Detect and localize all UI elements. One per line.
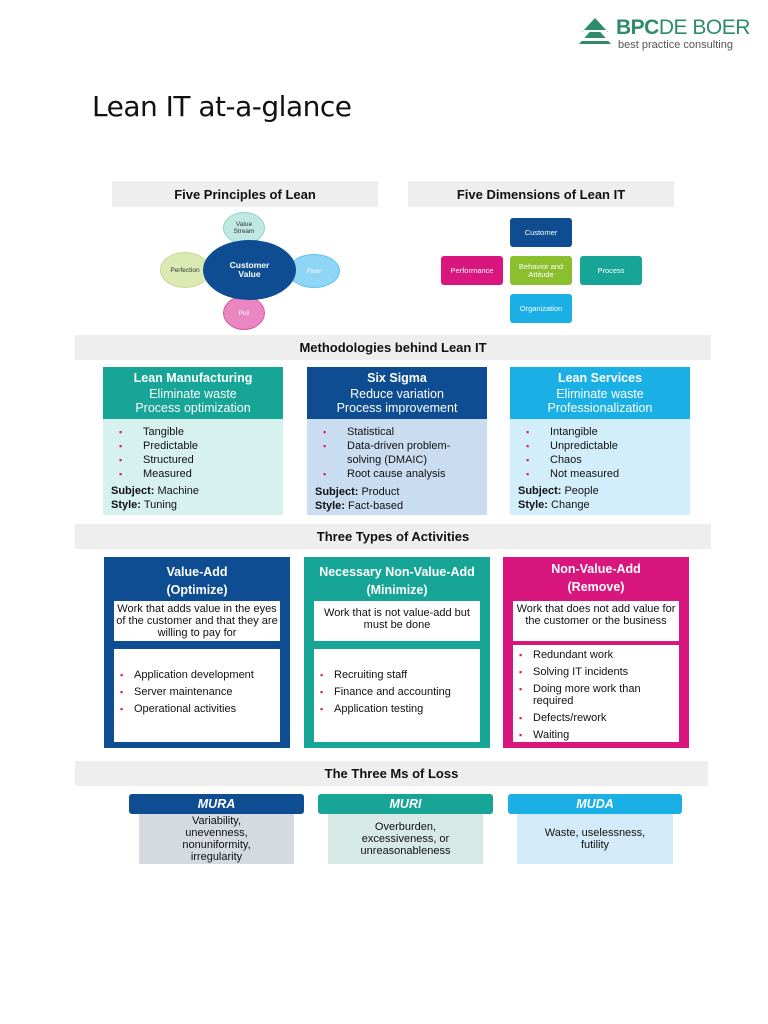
pine-tree-icon [579,18,611,44]
activities-heading: Three Types of Activities [75,524,711,549]
muri-header: MURI [318,794,493,814]
mura-description: Variability, unevenness, nonuniformity, … [139,814,294,864]
method-title: Lean Services [557,371,643,385]
method-card-six-sigma: Six Sigma Reduce variation Process impro… [307,367,487,515]
activity-header: Value-Add (Optimize) [104,557,290,599]
list-item: Measured [111,467,275,481]
method-body: Statistical Data-driven problem-solving … [307,419,487,515]
dimension-process: Process [580,256,642,285]
activity-title: Non-Value-Add [551,562,641,576]
method-bullets: Tangible Predictable Structured Measured [111,425,275,481]
method-style: Style: Tuning [111,499,178,511]
activity-description: Work that is not value-add but must be d… [314,601,480,641]
list-item: Waiting [513,729,679,741]
brand-tagline: best practice consulting [618,39,733,51]
method-bullets: Intangible Unpredictable Chaos Not measu… [518,425,682,481]
dimension-customer: Customer [510,218,572,247]
method-subject: Subject: Machine [111,485,200,497]
method-line1: Eliminate waste [149,387,237,401]
methodologies-heading: Methodologies behind Lean IT [75,335,711,360]
list-item: Doing more work than required [513,683,679,707]
method-header: Lean Services Eliminate waste Profession… [510,367,690,419]
method-card-lean-manufacturing: Lean Manufacturing Eliminate waste Proce… [103,367,283,515]
dimension-organization: Organization [510,294,572,323]
activity-header: Necessary Non-Value-Add (Minimize) [304,557,490,599]
method-style: Style: Fact-based [315,500,404,512]
activity-card-necessary-non-value-add: Necessary Non-Value-Add (Minimize) Work … [304,557,490,748]
method-subject: Subject: Product [315,486,400,498]
muda-header: MUDA [508,794,682,814]
dimensions-heading: Five Dimensions of Lean IT [408,181,674,207]
method-title: Lean Manufacturing [133,371,253,385]
method-card-lean-services: Lean Services Eliminate waste Profession… [510,367,690,515]
method-style: Style: Change [518,499,590,511]
method-line1: Eliminate waste [556,387,644,401]
three-ms-heading: The Three Ms of Loss [75,761,708,786]
method-line2: Professionalization [547,401,653,415]
page-title: Lean IT at-a-glance [92,90,352,123]
list-item: Data-driven problem-solving (DMAIC) [315,439,479,467]
principle-pull: Pull [223,296,265,330]
method-body: Tangible Predictable Structured Measured… [103,419,283,515]
activity-examples: Recruiting staff Finance and accounting … [314,649,480,742]
method-line2: Process improvement [336,401,458,415]
method-header: Lean Manufacturing Eliminate waste Proce… [103,367,283,419]
activity-title: Value-Add [166,565,228,579]
principle-perfection: Perfection [160,252,210,288]
method-bullets: Statistical Data-driven problem-solving … [315,425,479,481]
list-item: Root cause analysis [315,467,479,481]
principles-heading: Five Principles of Lean [112,181,378,207]
activity-examples: Application development Server maintenan… [114,649,280,742]
list-item: Intangible [518,425,682,439]
principle-customer-value: Customer Value [203,240,296,300]
method-title: Six Sigma [367,371,427,385]
principle-value-stream: Value Stream [223,212,265,244]
muri-description: Overburden, excessiveness, or unreasonab… [328,814,483,864]
muda-description: Waste, uselessness, futility [517,814,673,864]
list-item: Chaos [518,453,682,467]
activity-description: Work that does not add value for the cus… [513,601,679,641]
method-subject: Subject: People [518,485,599,497]
list-item: Finance and accounting [314,684,480,701]
activity-subtitle: (Remove) [567,580,625,594]
method-body: Intangible Unpredictable Chaos Not measu… [510,419,690,515]
activity-card-non-value-add: Non-Value-Add (Remove) Work that does no… [503,557,689,748]
list-item: Not measured [518,467,682,481]
brand-logo: BPCDE BOER best practice consulting [578,14,758,54]
list-item: Tangible [111,425,275,439]
activity-examples: Redundant work Solving IT incidents Doin… [513,645,679,742]
list-item: Statistical [315,425,479,439]
list-item: Structured [111,453,275,467]
list-item: Operational activities [114,701,280,718]
activity-title: Necessary Non-Value-Add [319,565,475,579]
list-item: Defects/rework [513,712,679,724]
brand-name: BPCDE BOER [616,16,750,39]
list-item: Application development [114,667,280,684]
mura-header: MURA [129,794,304,814]
activity-subtitle: (Optimize) [166,583,228,597]
list-item: Unpredictable [518,439,682,453]
method-line2: Process optimization [135,401,251,415]
activity-card-value-add: Value-Add (Optimize) Work that adds valu… [104,557,290,748]
list-item: Application testing [314,701,480,718]
activity-header: Non-Value-Add (Remove) [503,557,689,596]
list-item: Solving IT incidents [513,666,679,678]
method-header: Six Sigma Reduce variation Process impro… [307,367,487,419]
method-line1: Reduce variation [350,387,444,401]
list-item: Redundant work [513,649,679,661]
list-item: Server maintenance [114,684,280,701]
dimension-performance: Performance [441,256,503,285]
activity-description: Work that adds value in the eyes of the … [114,601,280,641]
activity-subtitle: (Minimize) [366,583,428,597]
list-item: Predictable [111,439,275,453]
list-item: Recruiting staff [314,667,480,684]
dimension-behavior-attitude: Behavior and Attitude [510,256,572,285]
principle-flow: Flow [288,254,340,288]
